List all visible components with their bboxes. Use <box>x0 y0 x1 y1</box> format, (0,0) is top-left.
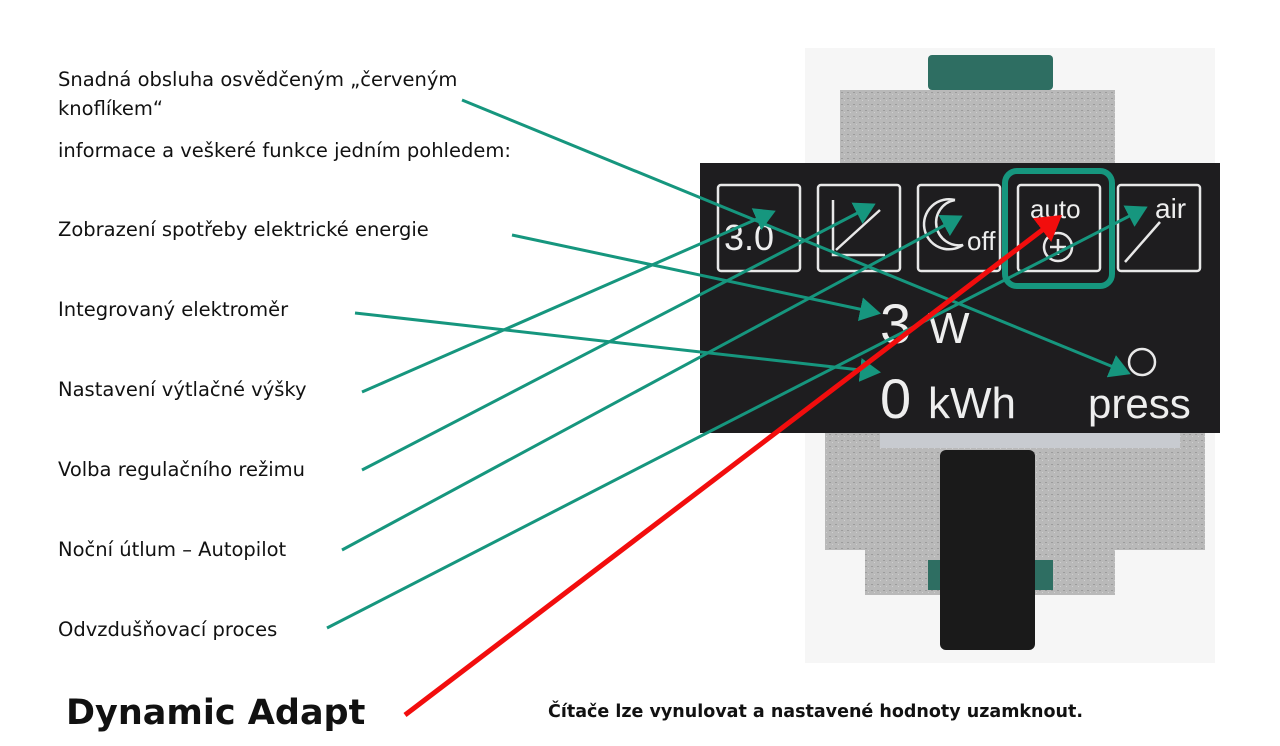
arrow-dynamic-adapt <box>403 214 1062 717</box>
intro-line-2: knoflíkem“ <box>58 97 163 120</box>
intro-line-3: informace a veškeré funkce jedním pohled… <box>58 139 511 162</box>
head-button-frame[interactable] <box>716 183 802 273</box>
display-panel: 3.0 off auto air 3 W 0 kWh press <box>700 163 1220 433</box>
auto-highlight <box>1002 168 1115 289</box>
arrow-night <box>341 214 963 552</box>
label-energy-display: Zobrazení spotřeby elektrické energie <box>58 218 429 241</box>
footer-note: Čítače lze vynulovat a nastavené hodnoty… <box>548 702 1084 722</box>
air-label: air <box>1155 193 1186 224</box>
arrow-air <box>326 205 1148 630</box>
off-label: off <box>967 226 996 256</box>
label-meter: Integrovaný elektroměr <box>58 298 289 321</box>
arrow-control-mode <box>361 202 876 472</box>
power-value: 3 <box>880 292 911 355</box>
intro-line-1: Snadná obsluha osvědčeným „červeným <box>58 68 458 91</box>
callout-arrows <box>326 98 1148 630</box>
label-venting: Odvzdušňovací proces <box>58 618 278 641</box>
arrow-power <box>511 233 881 321</box>
air-arrow-icon <box>1124 221 1161 263</box>
press-label: press <box>1088 380 1191 427</box>
arrow-press <box>461 98 1131 378</box>
night-button-frame[interactable] <box>916 183 1002 273</box>
label-control-mode: Volba regulačního režimu <box>58 458 305 481</box>
energy-value: 0 <box>880 367 911 430</box>
label-night-mode: Noční útlum – Autopilot <box>58 538 287 561</box>
headline: Dynamic Adapt <box>66 693 366 733</box>
moon-icon <box>922 198 964 251</box>
label-head-setting: Nastavení výtlačné výšky <box>58 378 307 401</box>
auto-button-frame[interactable] <box>1016 183 1102 273</box>
air-button-frame[interactable] <box>1116 183 1202 273</box>
arrow-head <box>361 208 776 394</box>
energy-unit: kWh <box>928 379 1016 428</box>
arrow-energy <box>354 311 881 382</box>
